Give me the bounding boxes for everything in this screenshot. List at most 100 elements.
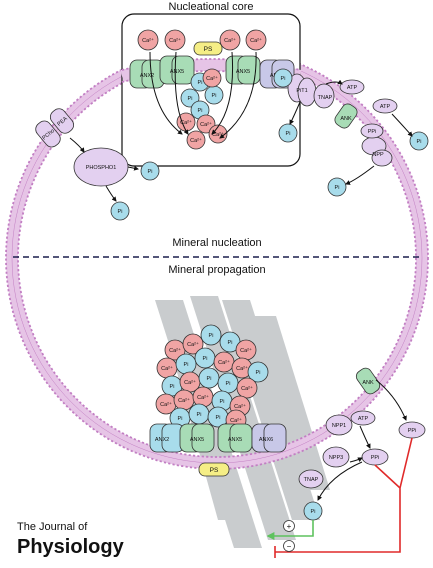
ank-lower-label: ANK <box>362 380 374 386</box>
phospho1-label: PHOSPHO1 <box>86 165 117 171</box>
phosphate-ion-label: Pi <box>207 376 212 382</box>
npp1-label: NPP1 <box>332 423 346 429</box>
ppi-upper <box>360 123 384 139</box>
phosphate-ion <box>247 361 269 383</box>
ank-lower <box>355 367 381 395</box>
pea-label: PEA <box>56 116 69 128</box>
calcium-ion-label: Ca²⁺ <box>218 359 230 366</box>
svg-text:Pi: Pi <box>417 139 422 145</box>
tnap-upper-label: TNAP <box>318 95 333 101</box>
ps-label-core: PS <box>204 46 213 53</box>
core-membrane-outer <box>121 58 301 71</box>
phosphate-ion-label: Pi <box>203 356 208 362</box>
svg-text:Ca²⁺: Ca²⁺ <box>250 37 262 44</box>
svg-text:Ca²⁺: Ca²⁺ <box>206 75 218 82</box>
atp-upper-2 <box>372 98 398 114</box>
ps-lipid-lower <box>198 462 230 477</box>
anx6-lower-label: ANX6 <box>259 437 273 443</box>
calcium-ion <box>236 377 258 399</box>
anx2-lower-label: ANX2 <box>155 437 169 443</box>
svg-text:Ca²⁺: Ca²⁺ <box>200 121 212 128</box>
tnap-lower-enzyme <box>298 469 324 489</box>
phosphate-ion-label: Pi <box>256 370 261 376</box>
calcium-ion-label: Ca²⁺ <box>240 347 252 354</box>
svg-text:Ca²⁺: Ca²⁺ <box>180 119 192 126</box>
lower-annexins <box>149 423 287 453</box>
phosphate-ion-label: Pi <box>178 416 183 422</box>
phosphate-ion-label: Pi <box>184 362 189 368</box>
phospho1-products: Pi Pi <box>110 161 160 221</box>
calcium-ion-label: Ca²⁺ <box>197 394 209 401</box>
core-annexins <box>129 55 295 89</box>
phosphate-ion-label: Pi <box>197 412 202 418</box>
svg-text:Pi: Pi <box>198 108 203 114</box>
crystal-cluster: Ca²⁺Ca²⁺PiPiCa²⁺Ca²⁺PiPiCa²⁺Ca²⁺PiPiCa²⁺… <box>155 324 269 431</box>
calcium-ion-label: Ca²⁺ <box>241 385 253 392</box>
svg-text:Pi: Pi <box>148 169 153 175</box>
phosphate-ion-label: Pi <box>209 333 214 339</box>
anx5-core-label-left: ANX5 <box>170 69 184 75</box>
phosphate-ion-label: Pi <box>170 384 175 390</box>
phosphate-ion <box>200 324 222 346</box>
svg-text:+: + <box>287 522 292 531</box>
activation-arrow <box>266 520 314 540</box>
calcium-ion-label: Ca²⁺ <box>184 379 196 386</box>
journal-logo-line2: Physiology <box>17 536 125 558</box>
journal-logo-line1: The Journal of <box>17 521 88 533</box>
svg-text:Pi: Pi <box>198 80 203 86</box>
phospho1-arrows <box>69 137 139 202</box>
npp3-label: NPP3 <box>329 455 343 461</box>
atp-upper-1 <box>339 79 365 95</box>
calcium-ion-label: Ca²⁺ <box>161 365 173 372</box>
mineral-propagation-title: Mineral propagation <box>168 264 265 276</box>
mineral-nucleation-title: Mineral nucleation <box>172 237 261 249</box>
phosphate-ion-label: Pi <box>228 340 233 346</box>
core-flow-arrows <box>149 51 257 139</box>
npp3-enzyme <box>322 446 350 468</box>
svg-text:Ca²⁺: Ca²⁺ <box>224 37 236 44</box>
svg-text:Pi: Pi <box>286 131 291 137</box>
svg-text:Ca²⁺: Ca²⁺ <box>212 131 224 138</box>
calcium-ion <box>182 333 204 355</box>
svg-text:PPi: PPi <box>368 129 377 135</box>
calcium-ion-label: Ca²⁺ <box>160 401 172 408</box>
ank-upper-label: ANK <box>340 116 352 122</box>
inhibition-sign <box>283 540 295 552</box>
calcium-ion-label: Ca²⁺ <box>178 397 190 404</box>
svg-text:Ca²⁺: Ca²⁺ <box>190 137 202 144</box>
svg-text:ATP: ATP <box>380 104 391 110</box>
svg-text:Pi: Pi <box>118 209 123 215</box>
svg-text:PPi: PPi <box>408 428 417 434</box>
svg-text:ATP: ATP <box>358 416 369 422</box>
svg-text:Ca²⁺: Ca²⁺ <box>142 37 154 44</box>
inhibition-line <box>274 437 413 558</box>
npp1-enzyme <box>325 414 353 436</box>
activation-sign <box>283 520 295 532</box>
calcium-ion-label: Ca²⁺ <box>234 403 246 410</box>
calcium-ion-label: Ca²⁺ <box>169 347 181 354</box>
phosphocholine-group <box>35 108 75 148</box>
svg-text:ATP: ATP <box>347 85 358 91</box>
svg-text:PPi: PPi <box>371 455 380 461</box>
phosphate-ion-label: Pi <box>216 415 221 421</box>
anx5-lower-label-right: ANX5 <box>228 437 242 443</box>
core-outer-calcium: Ca²⁺ Ca²⁺ Ca²⁺ Ca²⁺ <box>137 29 267 51</box>
ps-label-lower: PS <box>210 467 219 474</box>
svg-text:−: − <box>287 542 292 551</box>
calcium-ion-label: Ca²⁺ <box>230 417 242 424</box>
svg-text:Pi: Pi <box>311 509 316 515</box>
calcium-ion-label: Ca²⁺ <box>187 341 199 348</box>
atp-lower <box>350 410 376 426</box>
npp-upper-label: NPP <box>372 152 384 158</box>
phosphate-ion-label: Pi <box>220 399 225 405</box>
calcium-ion-label: Ca²⁺ <box>236 365 248 372</box>
nucleational-core-title: Nucleational core <box>169 1 254 13</box>
lower-right-arrows <box>317 379 407 501</box>
pit1-label: PiT1 <box>296 88 307 94</box>
phosphate-ion-label: Pi <box>226 381 231 387</box>
svg-text:Pi: Pi <box>212 93 217 99</box>
upper-right-transporters <box>287 73 393 167</box>
svg-text:Pi: Pi <box>281 76 286 82</box>
svg-text:Pi: Pi <box>188 96 193 102</box>
